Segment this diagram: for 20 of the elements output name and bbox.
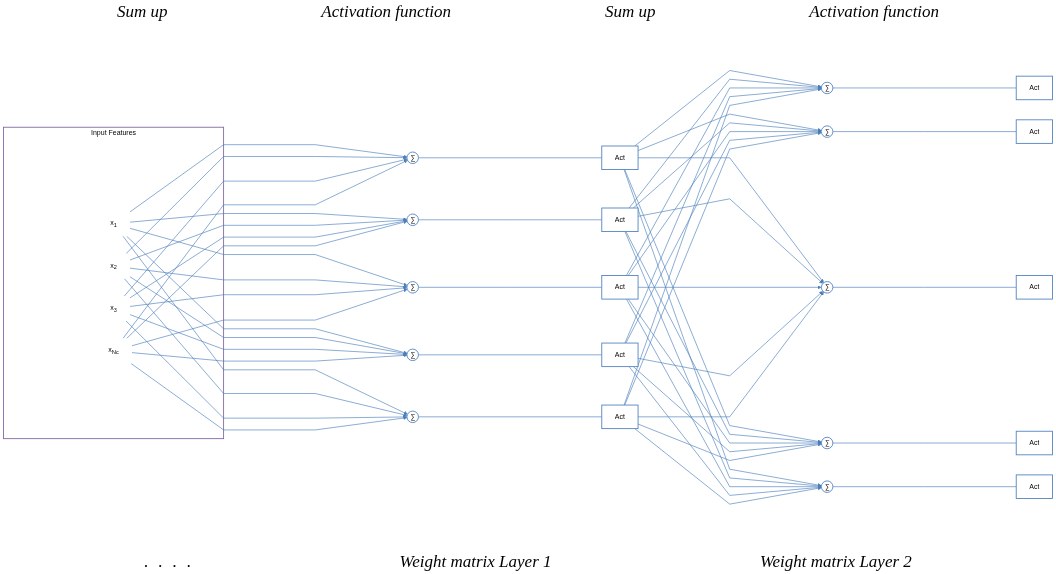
column-heading: Activation function (809, 2, 940, 22)
ellipsis-dot: . (158, 552, 163, 572)
connector (832, 130, 1017, 132)
connector (418, 286, 603, 288)
ellipsis-dot: . (172, 552, 177, 572)
connector (418, 354, 603, 355)
column-heading: Sum up (604, 2, 656, 22)
connector (832, 486, 1017, 487)
connector (832, 442, 1017, 444)
ellipsis-dot: . (186, 552, 192, 572)
connector (418, 219, 603, 220)
column-heading: Sum up (116, 2, 168, 22)
connector (832, 286, 1017, 288)
layer-caption: Weight matrix Layer 1 (399, 552, 552, 572)
connector (832, 87, 1017, 88)
ellipsis-dot: . (144, 552, 149, 572)
connector (418, 157, 603, 158)
layer-caption: Weight matrix Layer 2 (759, 552, 912, 572)
connector (418, 416, 603, 417)
column-heading: Activation function (321, 2, 452, 22)
